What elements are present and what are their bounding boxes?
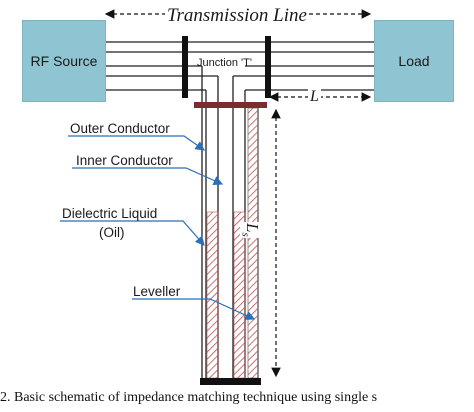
length-ls-subscript: s xyxy=(239,232,252,237)
rf-source-box: RF Source xyxy=(22,20,106,102)
rf-source-label: RF Source xyxy=(30,53,98,69)
figure-caption: 2. Basic schematic of impedance matching… xyxy=(0,390,378,405)
dielectric-liquid-label: Dielectric Liquid xyxy=(62,206,158,221)
stub-short-circuit xyxy=(200,378,261,385)
callout-arrows xyxy=(60,135,256,320)
transmission-line-label: Transmission Line xyxy=(165,5,309,27)
length-l-label: L xyxy=(308,88,321,106)
oil-label: (Oil) xyxy=(99,225,125,240)
load-box: Load xyxy=(374,20,454,102)
stub-top-plate xyxy=(194,102,267,108)
load-label: Load xyxy=(398,53,430,69)
outer-conductor-label: Outer Conductor xyxy=(70,121,170,136)
flanges xyxy=(182,36,271,98)
length-ls-label: Ls xyxy=(239,222,262,238)
inner-conductor-label: Inner Conductor xyxy=(76,153,173,168)
leveller-label: Leveller xyxy=(133,284,181,299)
junction-label: Junction 'T' xyxy=(197,57,252,69)
